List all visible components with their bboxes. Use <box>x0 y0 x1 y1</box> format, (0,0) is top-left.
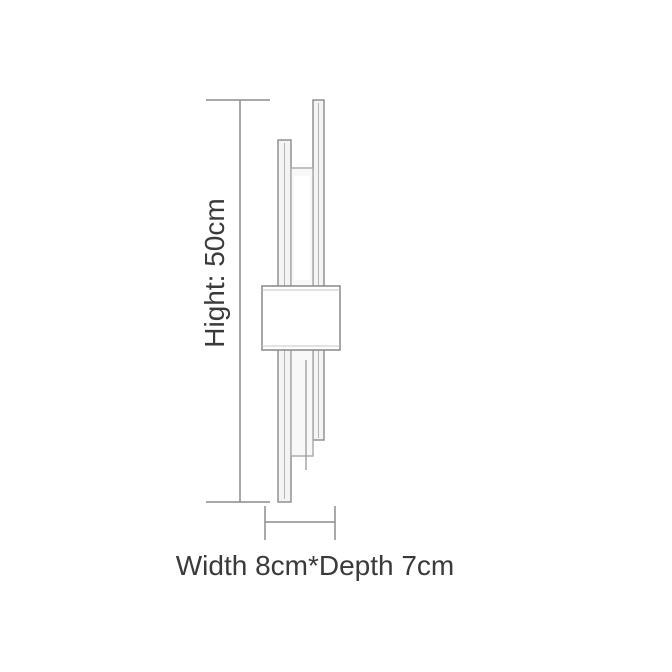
lamp-illustration <box>261 99 341 503</box>
height-dimension-line <box>206 99 270 503</box>
mounting-box <box>261 285 341 351</box>
right-rod <box>312 99 325 441</box>
height-label: Hight: 50cm <box>199 198 230 348</box>
dimensions-label: Width 8cm*Depth 7cm <box>175 550 455 581</box>
width-dimension-line <box>264 506 336 540</box>
